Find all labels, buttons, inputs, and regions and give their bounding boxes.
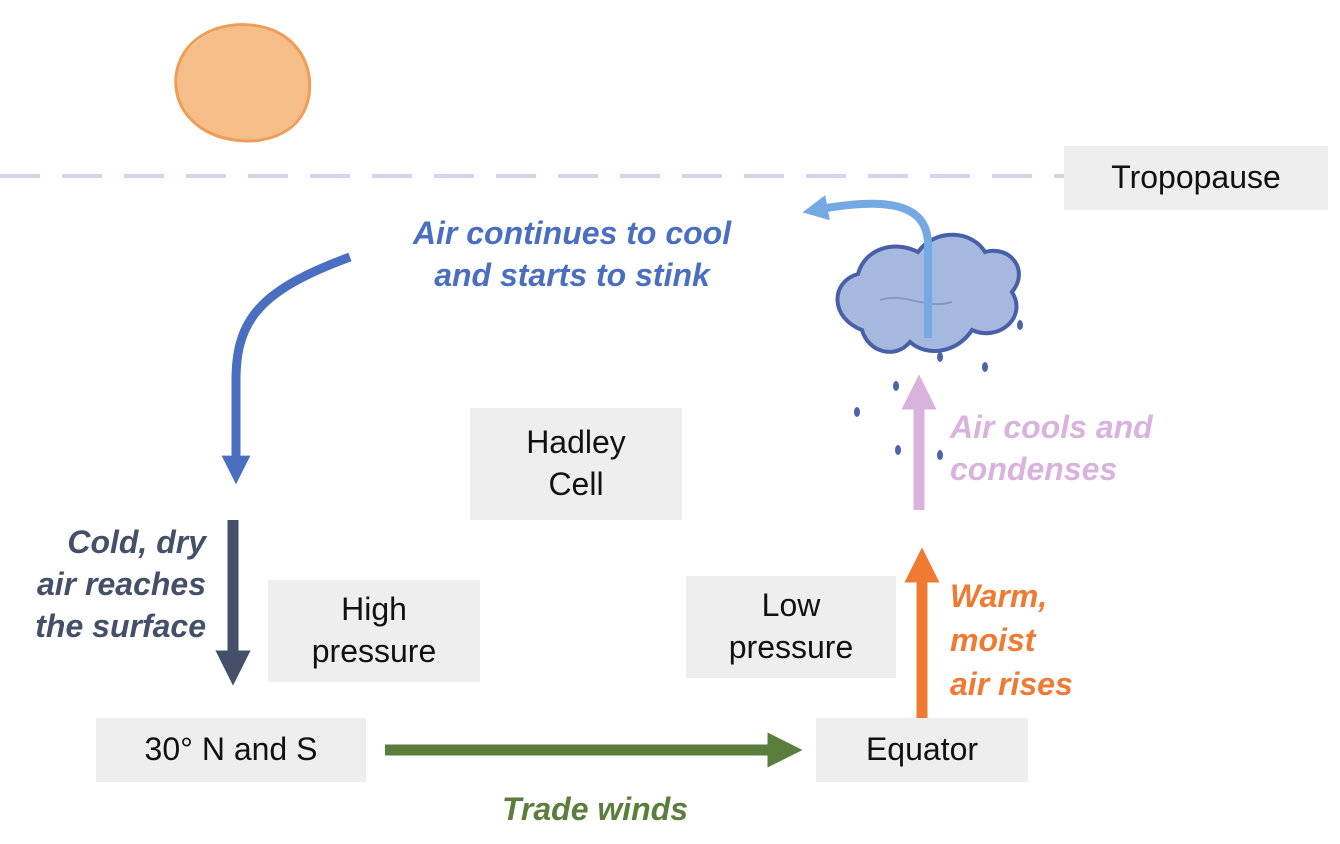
hadley-cell-line-2: Cell — [548, 466, 604, 502]
upper-air-arrow — [802, 195, 932, 338]
equator-text: Equator — [865, 731, 979, 768]
trade-winds-annotation: Trade winds — [440, 788, 750, 830]
sinking-line-1: Air continues to cool — [412, 215, 732, 251]
high-pressure-label: High pressure — [268, 580, 480, 682]
tropopause-label: Tropopause — [1064, 146, 1328, 210]
surface-line-2: air reaches — [36, 566, 206, 602]
latitude-30-text: 30° N and S — [144, 731, 318, 768]
condenses-line-2: condenses — [950, 451, 1118, 487]
tropopause-text: Tropopause — [1111, 159, 1281, 196]
high-pressure-line-1: High — [341, 591, 407, 628]
surface-annotation: Cold, dry air reaches the surface — [0, 521, 206, 647]
low-pressure-line-1: Low — [761, 587, 821, 624]
hadley-cell-label: Hadley Cell — [470, 408, 682, 520]
rises-line-1: Warm, — [950, 578, 1048, 614]
equator-label: Equator — [816, 718, 1028, 782]
sun-icon — [174, 23, 312, 143]
latitude-30-label: 30° N and S — [96, 718, 366, 782]
surface-line-3: the surface — [35, 608, 206, 644]
condenses-line-1: Air cools and — [950, 409, 1153, 445]
hadley-cell-line-1: Hadley — [526, 424, 626, 461]
trade-winds-text: Trade winds — [501, 791, 689, 827]
sinking-air-arrow — [221, 252, 352, 485]
rises-line-2: moist — [950, 622, 1036, 658]
rises-annotation: Warm, moist air rises — [950, 574, 1073, 706]
condenses-annotation: Air cools and condenses — [950, 406, 1153, 490]
low-pressure-line-2: pressure — [728, 629, 854, 665]
sinking-annotation: Air continues to cool and starts to stin… — [372, 212, 772, 296]
high-pressure-line-2: pressure — [311, 633, 437, 669]
surface-line-1: Cold, dry — [67, 524, 206, 560]
sinking-line-2: and starts to stink — [434, 257, 710, 293]
low-pressure-label: Low pressure — [686, 576, 896, 678]
rises-line-3: air rises — [950, 666, 1073, 702]
